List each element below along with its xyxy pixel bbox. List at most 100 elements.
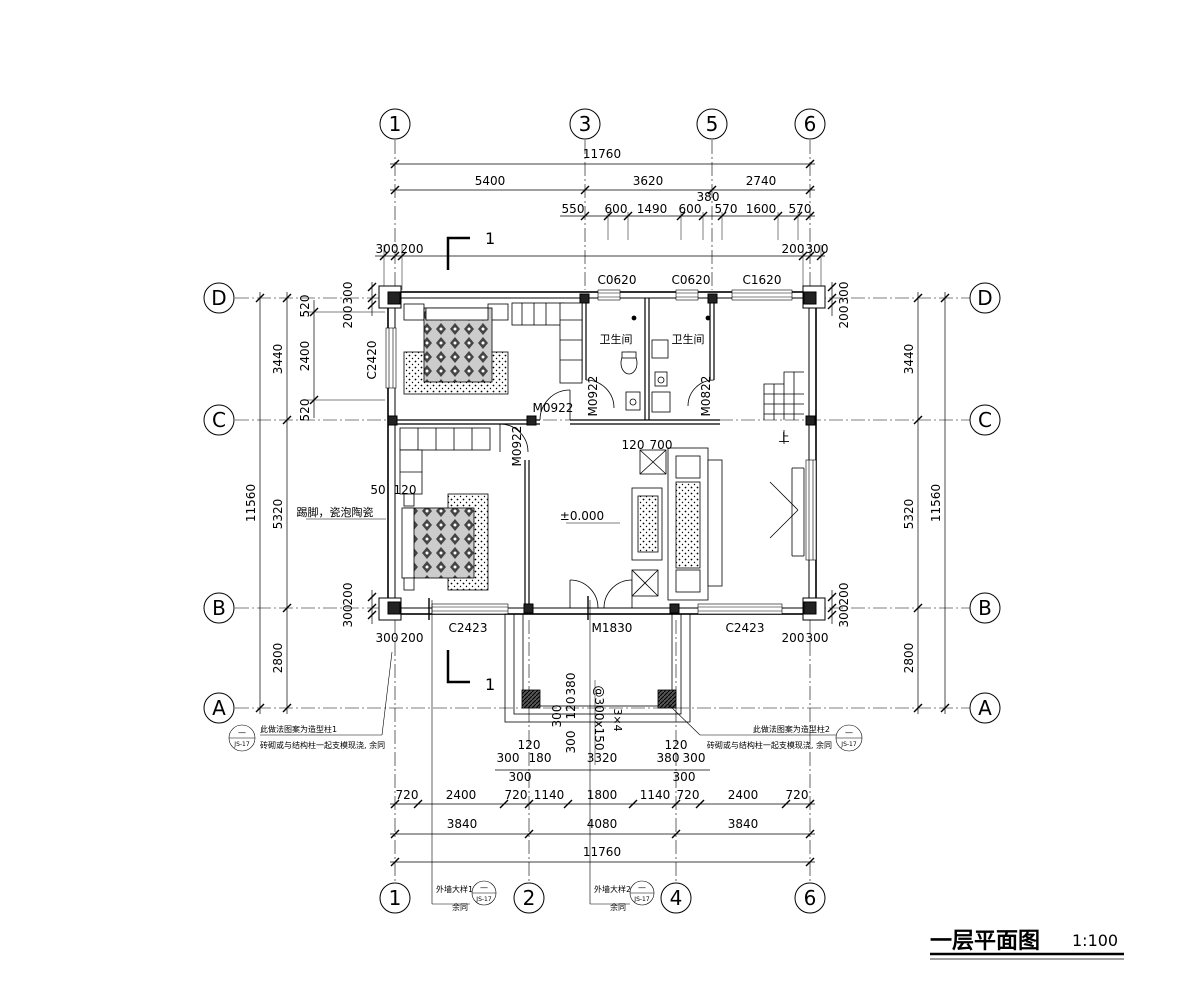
dim-380-top: 380 bbox=[697, 190, 720, 204]
dim-2800-right: 2800 bbox=[902, 643, 916, 674]
title-scale: 1:100 bbox=[1072, 931, 1118, 950]
label-c0620-b: C0620 bbox=[672, 273, 711, 287]
bathroom-fixtures bbox=[620, 315, 711, 413]
dim-b-2400a: 2400 bbox=[446, 788, 477, 802]
note-left-1: 此做法图案为造型柱1 bbox=[260, 724, 337, 734]
dim-porch-v120: 120 bbox=[564, 697, 578, 720]
label-bathroom-2: 卫生间 bbox=[672, 332, 705, 346]
grid-label-left-D: D bbox=[211, 286, 226, 310]
dim-b-2400b: 2400 bbox=[728, 788, 759, 802]
dimensions-top bbox=[375, 159, 826, 290]
stairs bbox=[763, 371, 805, 557]
dim-2740: 2740 bbox=[746, 174, 777, 188]
dim-b-3840b: 3840 bbox=[728, 817, 759, 831]
grid-label-right-B: B bbox=[978, 596, 992, 620]
dimension-text-left: 11560 3440 5320 2800 520 2400 520 200 30… bbox=[244, 282, 355, 674]
dim-520a: 520 bbox=[298, 295, 312, 318]
dim-200-br: 200 bbox=[837, 583, 851, 606]
label-m0922-a: M0922 bbox=[533, 401, 574, 415]
dim-200-bl2: 200 bbox=[401, 631, 424, 645]
annotation-notes bbox=[228, 600, 863, 906]
axis-bubbles-left: D C B A bbox=[203, 282, 235, 724]
label-dim-700: 700 bbox=[650, 438, 673, 452]
dim-300-dl: 300 bbox=[341, 282, 355, 305]
dim-porch-300b: 300 bbox=[509, 770, 532, 784]
dim-porch-v300a: 300 bbox=[550, 705, 564, 728]
bedroom-2-furniture bbox=[399, 427, 491, 591]
dim-3440-right: 3440 bbox=[902, 344, 916, 375]
note-detail-1-same: 余同 bbox=[452, 902, 468, 912]
dim-570a: 570 bbox=[715, 202, 738, 216]
dim-300-tl: 300 bbox=[376, 242, 399, 256]
step-spec: @300x150 bbox=[592, 686, 606, 751]
dim-b-4080: 4080 bbox=[587, 817, 618, 831]
dim-5320-left: 5320 bbox=[271, 499, 285, 530]
grid-label-bottom-6: 6 bbox=[804, 886, 817, 910]
dim-300-dr: 300 bbox=[837, 282, 851, 305]
dim-b-1140a: 1140 bbox=[534, 788, 565, 802]
grid-label-right-D: D bbox=[977, 286, 992, 310]
doors bbox=[428, 379, 715, 620]
dimensions-left bbox=[255, 282, 385, 714]
dim-porch-300c: 300 bbox=[683, 751, 706, 765]
dim-porch-300d: 300 bbox=[673, 770, 696, 784]
note-detail-1-dash: — bbox=[480, 883, 488, 892]
dim-3440-left: 3440 bbox=[271, 344, 285, 375]
dim-porch-120a: 120 bbox=[518, 738, 541, 752]
section-mark-bottom: 1 bbox=[485, 675, 495, 694]
dim-300-tr: 300 bbox=[806, 242, 829, 256]
grid-label-bottom-1: 1 bbox=[389, 886, 402, 910]
dim-200-dr: 200 bbox=[837, 306, 851, 329]
note-right-2: 砖砌或与结构柱一起支模现浇, 余同 bbox=[707, 740, 832, 750]
axis-bubbles-right: D C B A bbox=[969, 282, 1001, 724]
dim-b-720c: 720 bbox=[677, 788, 700, 802]
dim-b-1140b: 1140 bbox=[640, 788, 671, 802]
note-detail-2-same: 余同 bbox=[610, 902, 626, 912]
dim-porch-380: 380 bbox=[657, 751, 680, 765]
drawing-title: 一层平面图 1:100 bbox=[930, 929, 1124, 960]
dimension-text-top: 11760 5400 3620 2740 380 550 600 1490 60… bbox=[376, 147, 829, 256]
grid-label-right-A: A bbox=[978, 696, 992, 720]
dim-porch-120b: 120 bbox=[665, 738, 688, 752]
dim-total-top: 11760 bbox=[583, 147, 621, 161]
note-left-ref: JS-17 bbox=[233, 741, 250, 748]
grid-label-right-C: C bbox=[978, 408, 992, 432]
label-c2423-a: C2423 bbox=[449, 621, 488, 635]
step-count: 3×4 bbox=[611, 708, 624, 731]
grid-label-bottom-2: 2 bbox=[523, 886, 536, 910]
dim-2800-left: 2800 bbox=[271, 643, 285, 674]
dim-5400: 5400 bbox=[475, 174, 506, 188]
dim-porch-300a: 300 bbox=[497, 751, 520, 765]
grid-label-top-6: 6 bbox=[804, 112, 817, 136]
dim-300-br2: 300 bbox=[806, 631, 829, 645]
dimension-text-right: 11560 3440 5320 2800 200 300 300 200 bbox=[837, 282, 943, 674]
note-detail-1: 外墙大样1 bbox=[436, 884, 473, 894]
label-c2420: C2420 bbox=[365, 341, 379, 380]
dim-300-br: 300 bbox=[837, 605, 851, 628]
note-right-ref: JS-17 bbox=[840, 741, 857, 748]
dim-11560-right: 11560 bbox=[929, 484, 943, 522]
label-floor-level: ±0.000 bbox=[560, 509, 604, 523]
note-left-dash: — bbox=[238, 728, 246, 737]
porch-dimensions: 300 180 120 300 3320 120 380 300 300 380… bbox=[376, 631, 829, 784]
label-bathroom-1: 卫生间 bbox=[600, 332, 633, 346]
room-labels: C0620 C0620 C1620 C2420 C2423 C2423 M092… bbox=[297, 273, 790, 635]
dim-b-3840a: 3840 bbox=[447, 817, 478, 831]
dim-1600: 1600 bbox=[746, 202, 777, 216]
label-stair-up: 上 bbox=[779, 431, 790, 444]
dim-total-bottom: 11760 bbox=[583, 845, 621, 859]
label-dim-50: 50 bbox=[370, 483, 385, 497]
dim-5320-right: 5320 bbox=[902, 499, 916, 530]
dim-1490: 1490 bbox=[637, 202, 668, 216]
note-left-2: 砖砌或与结构柱一起支模现浇, 余同 bbox=[260, 740, 385, 750]
grid-label-left-B: B bbox=[212, 596, 226, 620]
axis-bubbles-top: 1 3 5 6 bbox=[379, 108, 826, 140]
note-detail-1-ref: JS-17 bbox=[475, 896, 492, 903]
grid-label-top-3: 3 bbox=[579, 112, 592, 136]
label-m0922-c: M0922 bbox=[510, 426, 524, 467]
label-dim-120b: 120 bbox=[622, 438, 645, 452]
dim-600a: 600 bbox=[605, 202, 628, 216]
dim-550: 550 bbox=[562, 202, 585, 216]
label-c1620: C1620 bbox=[743, 273, 782, 287]
